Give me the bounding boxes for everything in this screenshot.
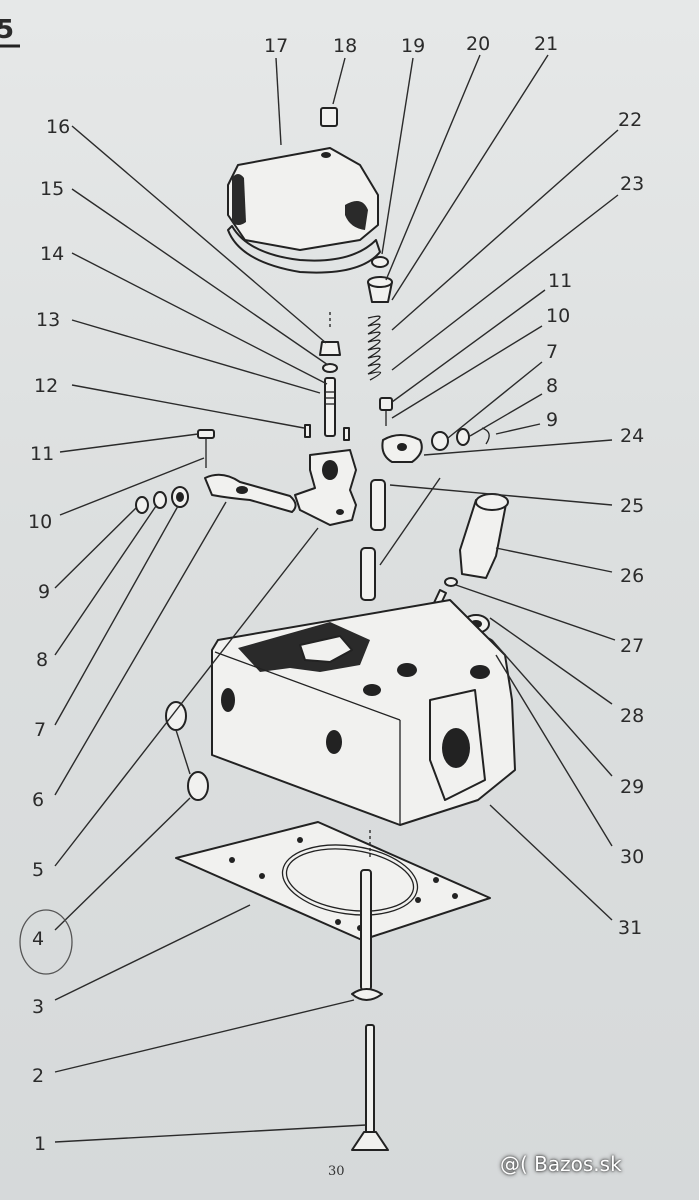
watermark: @( Bazos.sk: [500, 1152, 622, 1176]
handwritten-circle: [19, 909, 73, 975]
page-number: 30: [328, 1164, 345, 1179]
callout: 24: [620, 425, 644, 447]
valve-spring-assembly: [367, 256, 393, 426]
callout: 18: [333, 35, 357, 57]
callout: 10: [546, 305, 570, 327]
callout: 11: [548, 270, 572, 292]
callout: 14: [40, 243, 64, 265]
callout: 7: [34, 719, 46, 741]
callout: 12: [34, 375, 58, 397]
valve-guide: [351, 869, 383, 1001]
plug-lower: [187, 771, 209, 801]
callout: 9: [546, 409, 558, 431]
callout: 23: [620, 173, 644, 195]
cylinder-head: [211, 599, 516, 826]
rocker-stud-assembly: [304, 312, 350, 441]
leader-lines: [54, 54, 619, 1143]
callout: 22: [618, 109, 642, 131]
callout: 25: [620, 495, 644, 517]
callout: 20: [466, 33, 490, 55]
callout: 1: [34, 1133, 46, 1155]
callout: 19: [401, 35, 425, 57]
cover-gasket: [227, 225, 381, 274]
right-rocker-assembly: [381, 427, 490, 463]
callout: 26: [620, 565, 644, 587]
valve-cover: [227, 147, 379, 251]
callout: 16: [46, 116, 70, 138]
callout: 6: [32, 789, 44, 811]
callout: 11: [30, 443, 54, 465]
top-nut: [320, 107, 338, 127]
pushrods: [360, 479, 386, 601]
head-gasket: [175, 821, 491, 941]
callout: 5: [32, 859, 44, 881]
callout: 4: [32, 928, 44, 950]
callout: 10: [28, 511, 52, 533]
callout: 8: [36, 649, 48, 671]
rocker-bracket: [294, 449, 357, 526]
callout: 29: [620, 776, 644, 798]
callout: 3: [32, 996, 44, 1018]
callout-labels: 17 18 19 20 21 22 23 11 10 7 8 9 24 25 2…: [28, 33, 644, 1155]
valve: [351, 830, 389, 1151]
plug-upper: [165, 701, 187, 731]
callout: 7: [546, 341, 558, 363]
callout: 30: [620, 846, 644, 868]
callout: 13: [36, 309, 60, 331]
callout: 15: [40, 178, 64, 200]
callout: 9: [38, 581, 50, 603]
callout: 21: [534, 33, 558, 55]
callout: 28: [620, 705, 644, 727]
callout: 2: [32, 1065, 44, 1087]
callout: 17: [264, 35, 288, 57]
callout: 8: [546, 375, 558, 397]
left-rocker-assembly: [135, 429, 297, 514]
callout: 27: [620, 635, 644, 657]
callout: 31: [618, 917, 642, 939]
figure-number: 5: [0, 15, 14, 45]
